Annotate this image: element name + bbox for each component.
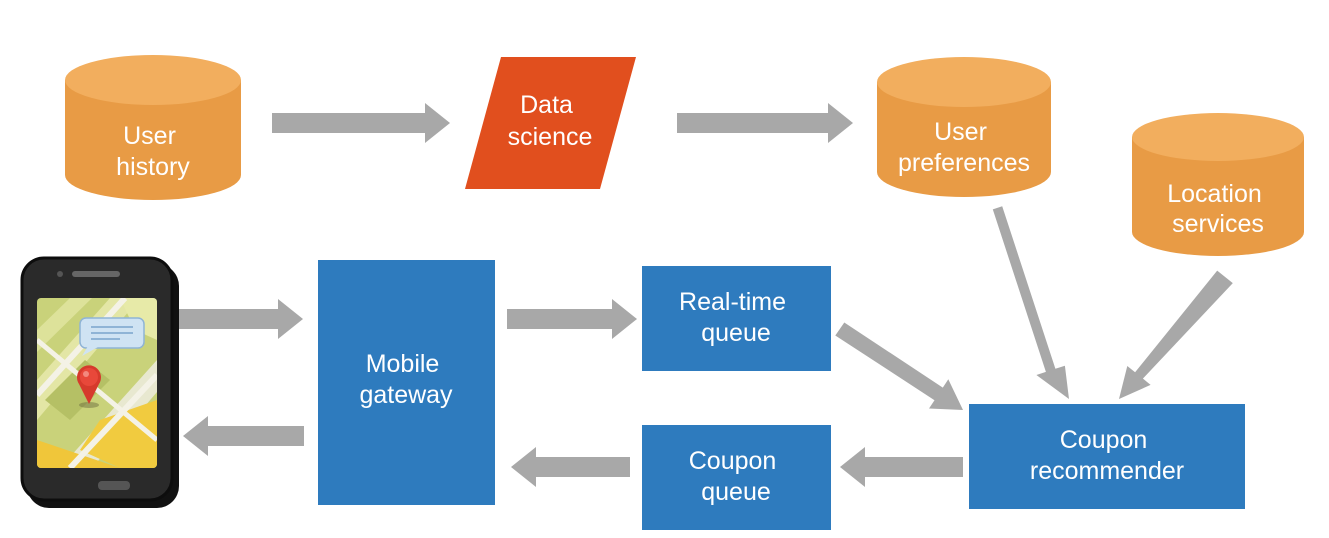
- arrow-mobile-gateway-to-phone: [183, 416, 304, 456]
- realtime-queue-label-line1: Real-time: [679, 288, 786, 316]
- cylinder-top: [1132, 113, 1304, 161]
- smartphone-map-icon: [20, 256, 179, 508]
- svg-text:Mobile gateway: Mobile gateway: [359, 350, 453, 409]
- svg-text:User preferences: User preferences: [898, 118, 1030, 177]
- coupon-recommender-label-line2: recommender: [1030, 457, 1184, 485]
- arrows: [173, 103, 1233, 487]
- database-user-history: User history: [65, 55, 241, 200]
- cylinder-body: [65, 80, 241, 200]
- arrow-phone-to-mobile-gateway: [173, 299, 303, 339]
- location-services-label-line2: services: [1172, 210, 1264, 238]
- message-bubble-icon: [79, 317, 145, 356]
- location-services-label-line1: Location: [1167, 180, 1262, 208]
- database-user-preferences: User preferences: [877, 57, 1051, 197]
- service-coupon-recommender: Coupon recommender: [969, 404, 1245, 509]
- user-preferences-label-line1: User: [934, 118, 987, 146]
- cylinder-body: [877, 82, 1051, 197]
- box-shape: [642, 266, 831, 371]
- arrow-realtime-queue-to-coupon-recommender: [835, 322, 963, 410]
- svg-text:Coupon recommender: Coupon recommender: [1030, 426, 1184, 485]
- service-coupon-queue: Coupon queue: [642, 425, 831, 530]
- arrow-user-preferences-to-coupon-recommender: [992, 206, 1069, 399]
- database-location-services: Location services: [1132, 113, 1304, 256]
- cylinder-body: [1132, 137, 1304, 256]
- svg-text:Coupon queue: Coupon queue: [689, 447, 784, 506]
- arrow-data-science-to-user-preferences: [677, 103, 853, 143]
- data-science-label-line2: science: [508, 123, 593, 151]
- cylinder-top: [877, 57, 1051, 107]
- service-realtime-queue: Real-time queue: [642, 266, 831, 371]
- box-shape: [642, 425, 831, 530]
- mobile-gateway-label-line2: gateway: [359, 381, 453, 409]
- cylinder-top: [65, 55, 241, 105]
- home-button-icon: [98, 481, 130, 490]
- realtime-queue-label-line2: queue: [701, 319, 771, 347]
- box-shape: [969, 404, 1245, 509]
- arrow-coupon-recommender-to-coupon-queue: [840, 447, 963, 487]
- mobile-gateway-label-line1: Mobile: [366, 350, 440, 378]
- svg-text:Data science: Data science: [508, 91, 593, 151]
- box-shape: [318, 260, 495, 505]
- coupon-queue-label-line1: Coupon: [689, 447, 777, 475]
- user-history-label-line2: history: [116, 153, 190, 181]
- service-mobile-gateway: Mobile gateway: [318, 260, 495, 505]
- svg-text:User history: User history: [116, 122, 190, 181]
- user-history-label-line1: User: [123, 122, 176, 150]
- map-pin-icon: [77, 365, 102, 408]
- speaker-icon: [72, 271, 120, 277]
- arrow-coupon-queue-to-mobile-gateway: [511, 447, 630, 487]
- process-data-science: Data science: [465, 57, 636, 189]
- data-science-label-line1: Data: [520, 91, 573, 119]
- arrow-mobile-gateway-to-realtime-queue: [507, 299, 637, 339]
- user-preferences-label-line2: preferences: [898, 149, 1030, 177]
- svg-text:Real-time queue: Real-time queue: [679, 288, 793, 347]
- parallelogram-shape: [465, 57, 636, 189]
- arrow-user-history-to-data-science: [272, 103, 450, 143]
- coupon-queue-label-line2: queue: [701, 478, 771, 506]
- camera-icon: [57, 271, 63, 277]
- coupon-recommender-label-line1: Coupon: [1060, 426, 1148, 454]
- svg-text:Location services: Location services: [1167, 180, 1268, 238]
- arrow-location-services-to-coupon-recommender: [1119, 270, 1233, 399]
